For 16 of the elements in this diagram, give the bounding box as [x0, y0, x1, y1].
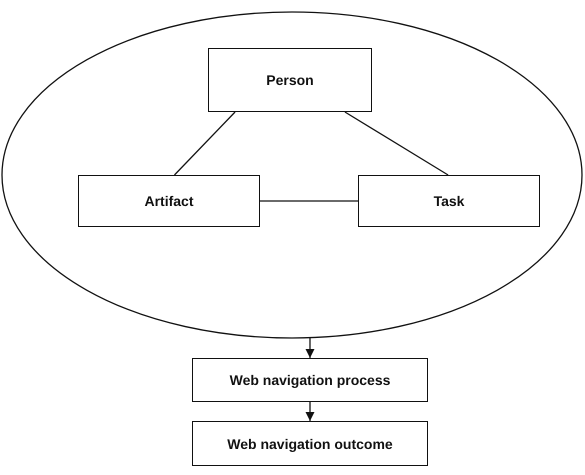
- box-label: Web navigation outcome: [227, 436, 393, 452]
- process-box: [208, 48, 372, 112]
- process-box: [78, 175, 260, 227]
- connector-line: [260, 200, 358, 202]
- box-label: Task: [434, 193, 464, 209]
- connector-line: [344, 111, 448, 176]
- arrow: [305, 402, 315, 421]
- context-ellipse: [2, 12, 582, 338]
- box-label: Person: [266, 72, 314, 88]
- connector-line: [174, 112, 236, 176]
- arrow: [305, 338, 315, 358]
- process-box: [192, 421, 428, 466]
- process-box: [192, 358, 428, 402]
- process-box: [358, 175, 540, 227]
- box-label: Artifact: [144, 193, 194, 209]
- box-label: Web navigation process: [230, 372, 390, 388]
